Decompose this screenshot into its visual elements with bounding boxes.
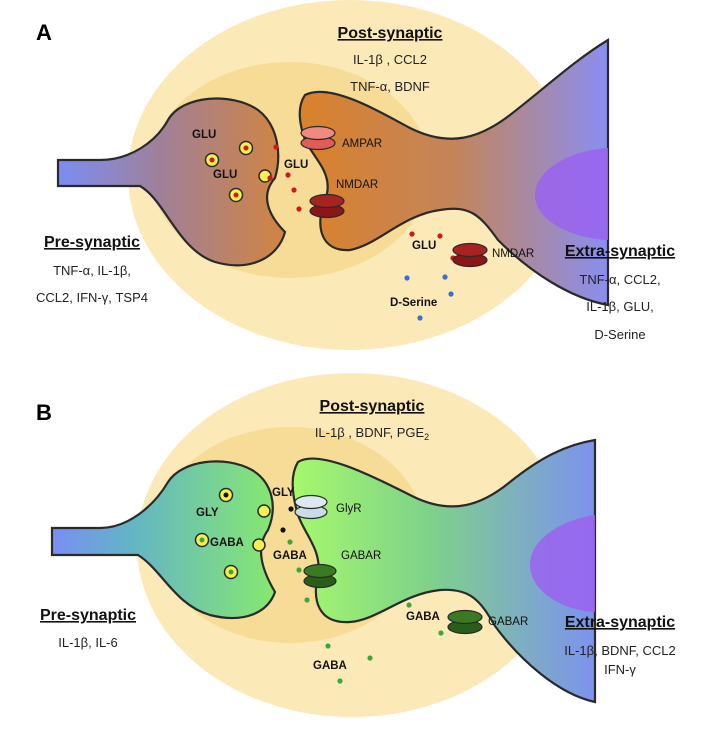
extra-synaptic-heading-b: Extra-synaptic xyxy=(565,614,675,631)
gaba-extra-label: GABA xyxy=(406,611,440,623)
gaba-dot xyxy=(337,678,343,684)
glu-vesicles-a xyxy=(204,140,272,203)
post-synaptic-line1-b: IL-1β , BDNF, PGE2 xyxy=(315,425,429,442)
gaba-cleft-label: GABA xyxy=(273,550,307,562)
vesicles-b xyxy=(194,487,271,580)
post-synaptic-heading-b: Post-synaptic xyxy=(320,398,425,415)
gaba-dot xyxy=(406,602,412,608)
nucleus-b xyxy=(530,515,595,612)
dserine-dot xyxy=(417,315,423,321)
glu-dot xyxy=(209,157,215,163)
glu-label-extra: GLU xyxy=(412,240,436,252)
dserine-dot xyxy=(442,274,448,280)
pre-synaptic-heading-b: Pre-synaptic xyxy=(40,607,136,624)
glu-dot xyxy=(291,187,297,193)
glu-dot xyxy=(437,233,443,239)
gabar-label: GABAR xyxy=(341,550,381,562)
glu-dot xyxy=(285,172,291,178)
nmdar-label: NMDAR xyxy=(336,179,378,191)
glu-dot xyxy=(273,144,279,150)
extra-synaptic-line1-a: TNF-α, CCL2, xyxy=(579,272,660,287)
post-synaptic-line2-a: TNF-α, BDNF xyxy=(350,79,430,94)
pre-synaptic-heading-a: Pre-synaptic xyxy=(44,234,140,251)
gaba-dot xyxy=(228,569,234,575)
nmdar-extra-label: NMDAR xyxy=(492,248,534,260)
glyr-label: GlyR xyxy=(336,503,362,515)
glu-dot xyxy=(267,175,273,181)
gaba-dot xyxy=(199,537,205,543)
gaba-dot xyxy=(325,643,331,649)
gabar-extra-label: GABAR xyxy=(488,616,528,628)
gaba-vesicle-label: GABA xyxy=(210,537,244,549)
panel-a: A xyxy=(36,0,675,350)
dserine-molecules-a xyxy=(404,274,454,321)
dserine-label: D-Serine xyxy=(390,297,437,309)
glu-label-cleft: GLU xyxy=(284,159,308,171)
dserine-dot xyxy=(404,275,410,281)
extra-synaptic-line3-a: D-Serine xyxy=(594,327,645,342)
glu-dot xyxy=(233,192,239,198)
fusing-vesicle xyxy=(257,504,271,518)
panel-b-letter: B xyxy=(36,400,52,425)
gaba-bottom-label: GABA xyxy=(313,660,347,672)
gaba-dot xyxy=(304,597,310,603)
dserine-dot xyxy=(448,291,454,297)
gabar-receptor xyxy=(303,563,337,589)
postsynaptic-neuron-b xyxy=(291,438,597,704)
gaba-dot xyxy=(287,539,293,545)
glu-dot xyxy=(296,206,302,212)
fusing-vesicle xyxy=(252,538,266,552)
post-synaptic-heading-a: Post-synaptic xyxy=(338,25,443,42)
gaba-dot xyxy=(438,630,444,636)
gly-dot xyxy=(288,506,294,512)
pre-synaptic-line1-a: TNF-α, IL-1β, xyxy=(53,263,131,278)
glu-label-top: GLU xyxy=(192,129,216,141)
postsynaptic-neuron-a xyxy=(298,38,610,307)
ampar-label: AMPAR xyxy=(342,138,382,150)
glu-label-mid: GLU xyxy=(213,169,237,181)
extrasynaptic-gabar-receptor xyxy=(447,609,483,635)
gly-molecules-b xyxy=(280,506,294,533)
extra-synaptic-line2-b: IFN-γ xyxy=(604,662,636,677)
ampar-receptor xyxy=(300,125,336,151)
gly-vesicle-label: GLY xyxy=(196,507,219,519)
gly-dot xyxy=(223,492,229,498)
nucleus-a xyxy=(535,148,608,240)
post-synaptic-line1-b-prefix: IL-1β , BDNF, PGE xyxy=(315,425,425,440)
extrasynaptic-nmdar-receptor xyxy=(452,242,488,268)
gaba-molecules-b xyxy=(287,539,444,684)
extra-synaptic-line1-b: IL-1β, BDNF, CCL2 xyxy=(564,643,676,658)
gaba-dot xyxy=(296,567,302,573)
gly-dot xyxy=(280,527,286,533)
panel-b: B xyxy=(36,373,676,717)
gaba-dot xyxy=(367,655,373,661)
glu-dot xyxy=(409,231,415,237)
pre-synaptic-line2-a: CCL2, IFN-γ, TSP4 xyxy=(36,290,148,305)
nmdar-receptor xyxy=(309,193,345,219)
presynaptic-terminal-b xyxy=(50,460,277,620)
presynaptic-terminal-a xyxy=(56,97,287,267)
extra-synaptic-line2-a: IL-1β, GLU, xyxy=(586,299,653,314)
pre-synaptic-line1-b: IL-1β, IL-6 xyxy=(58,635,118,650)
gly-cleft-label: GLY xyxy=(272,487,295,499)
glyr-receptor xyxy=(294,494,328,520)
post-synaptic-line1-a: IL-1β , CCL2 xyxy=(353,52,427,67)
post-synaptic-line1-b-subscript: 2 xyxy=(424,432,429,442)
panel-a-letter: A xyxy=(36,20,52,45)
glu-dot xyxy=(243,145,249,151)
extra-synaptic-heading-a: Extra-synaptic xyxy=(565,243,675,260)
